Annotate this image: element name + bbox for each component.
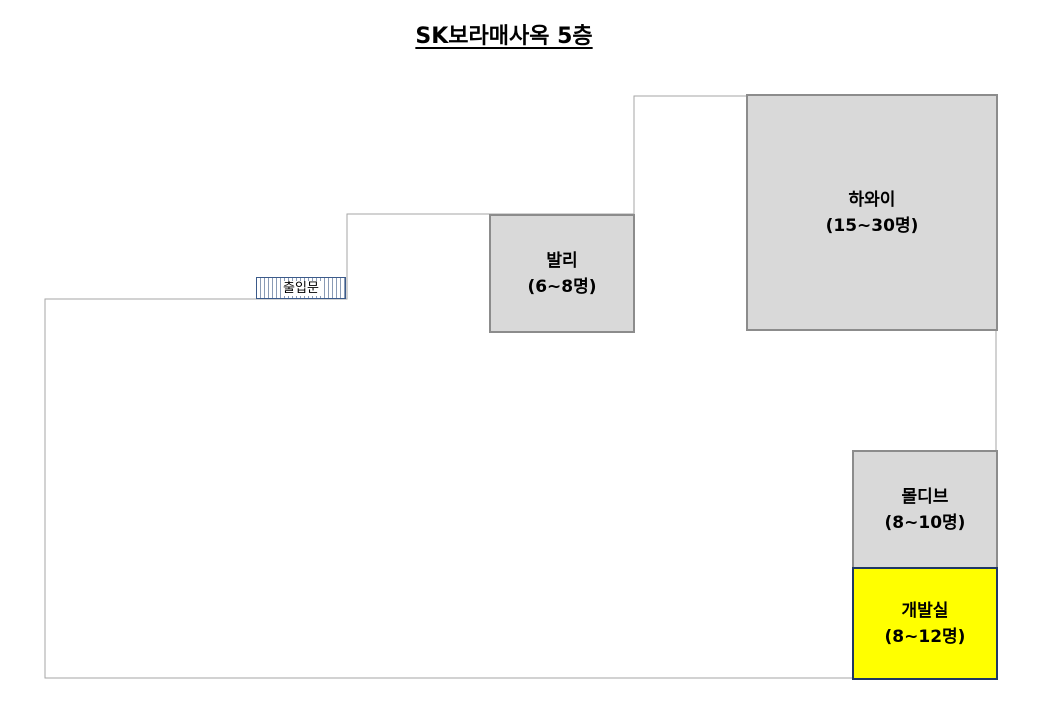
- room-maldives[interactable]: 몰디브 (8~10명): [852, 450, 998, 569]
- room-dev[interactable]: 개발실 (8~12명): [852, 567, 998, 680]
- room-hawaii-name: 하와이: [848, 189, 896, 210]
- room-bali-capacity: (6~8명): [527, 276, 597, 297]
- room-dev-capacity: (8~12명): [884, 626, 966, 647]
- room-hawaii[interactable]: 하와이 (15~30명): [746, 94, 998, 331]
- room-dev-name: 개발실: [901, 600, 949, 621]
- room-maldives-capacity: (8~10명): [884, 512, 966, 533]
- entrance-label: 출입문: [281, 280, 321, 296]
- room-maldives-name: 몰디브: [901, 486, 949, 507]
- room-bali-name: 발리: [546, 250, 578, 271]
- page-title: SK보라매사옥 5층: [415, 24, 593, 49]
- entrance-door[interactable]: 출입문: [256, 277, 346, 299]
- room-bali[interactable]: 발리 (6~8명): [489, 214, 635, 333]
- room-hawaii-capacity: (15~30명): [825, 215, 919, 236]
